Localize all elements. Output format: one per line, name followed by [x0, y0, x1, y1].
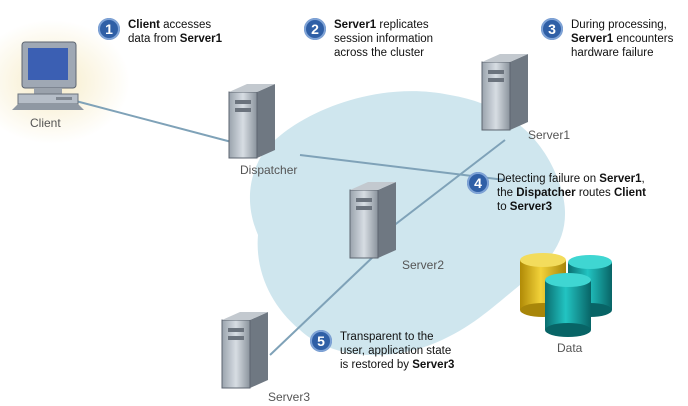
step-4: 4 Detecting failure on Server1, the Dispa…	[467, 172, 646, 214]
link-server1-server2	[374, 139, 506, 241]
step-5: 5 Transparent to the user, application st…	[310, 330, 454, 372]
database-cylinders-icon	[520, 253, 612, 337]
step-emphasis: Server1	[571, 33, 614, 45]
step-5-text: Transparent to the user, application stat…	[340, 330, 454, 372]
link-server2-server3	[269, 254, 376, 356]
step-text-run: across the cluster	[334, 47, 425, 59]
step-number-badge: 5	[310, 330, 332, 352]
step-2-text: Server1 replicates session information acr…	[334, 18, 433, 60]
step-emphasis: Dispatcher	[516, 187, 576, 199]
server3-label: Server3	[268, 390, 311, 404]
step-4-text: Detecting failure on Server1, the Dispatc…	[497, 172, 646, 214]
step-text-run: is restored by	[340, 359, 413, 371]
step-emphasis: Client	[613, 187, 646, 199]
step-emphasis: Server1	[179, 33, 222, 45]
server1-label: Server1	[528, 128, 571, 142]
step-3: 3 During processing, Server1 encounters ha…	[541, 18, 673, 60]
data-label: Data	[557, 341, 583, 355]
step-text-run: data from	[128, 33, 180, 45]
step-emphasis: Client	[128, 19, 160, 31]
cluster-region	[249, 91, 566, 356]
step-text-run: accesses	[159, 19, 212, 31]
client-computer-icon	[12, 41, 84, 110]
step-number-badge: 4	[467, 172, 489, 194]
step-emphasis: Server1	[334, 19, 377, 31]
step-3-text: During processing, Server1 encounters hard…	[571, 18, 673, 60]
step-text-run: Transparent to the	[340, 331, 434, 343]
step-1: 1 Client accesses data from Server1	[98, 18, 222, 46]
dispatcher-label: Dispatcher	[240, 163, 298, 177]
step-text-run: ,	[641, 173, 645, 185]
client-label: Client	[30, 116, 61, 130]
server2-label: Server2	[402, 258, 445, 272]
step-emphasis: Server3	[412, 359, 455, 371]
dispatcher-server-icon	[228, 84, 275, 159]
step-number-badge: 2	[304, 18, 326, 40]
step-text-run: encounters	[613, 33, 674, 45]
step-emphasis: Server3	[509, 201, 553, 213]
server3-icon	[221, 312, 268, 389]
step-text-run: Detecting failure on	[497, 173, 600, 185]
step-number-badge: 1	[98, 18, 120, 40]
step-text-run: routes	[575, 187, 614, 199]
step-emphasis: Server1	[599, 173, 642, 185]
step-1-text: Client accesses data from Server1	[128, 18, 222, 46]
step-2: 2 Server1 replicates session information a…	[304, 18, 433, 60]
step-text-run: session information	[334, 33, 434, 45]
step-text-run: to	[497, 201, 510, 213]
step-text-run: user, application state	[340, 345, 452, 357]
step-text-run: the	[497, 187, 517, 199]
step-number-badge: 3	[541, 18, 563, 40]
server2-icon	[349, 182, 396, 259]
step-text-run: During processing,	[571, 19, 667, 31]
server1-icon	[481, 54, 528, 131]
step-text-run: replicates	[376, 19, 429, 31]
step-text-run: hardware failure	[571, 47, 654, 59]
